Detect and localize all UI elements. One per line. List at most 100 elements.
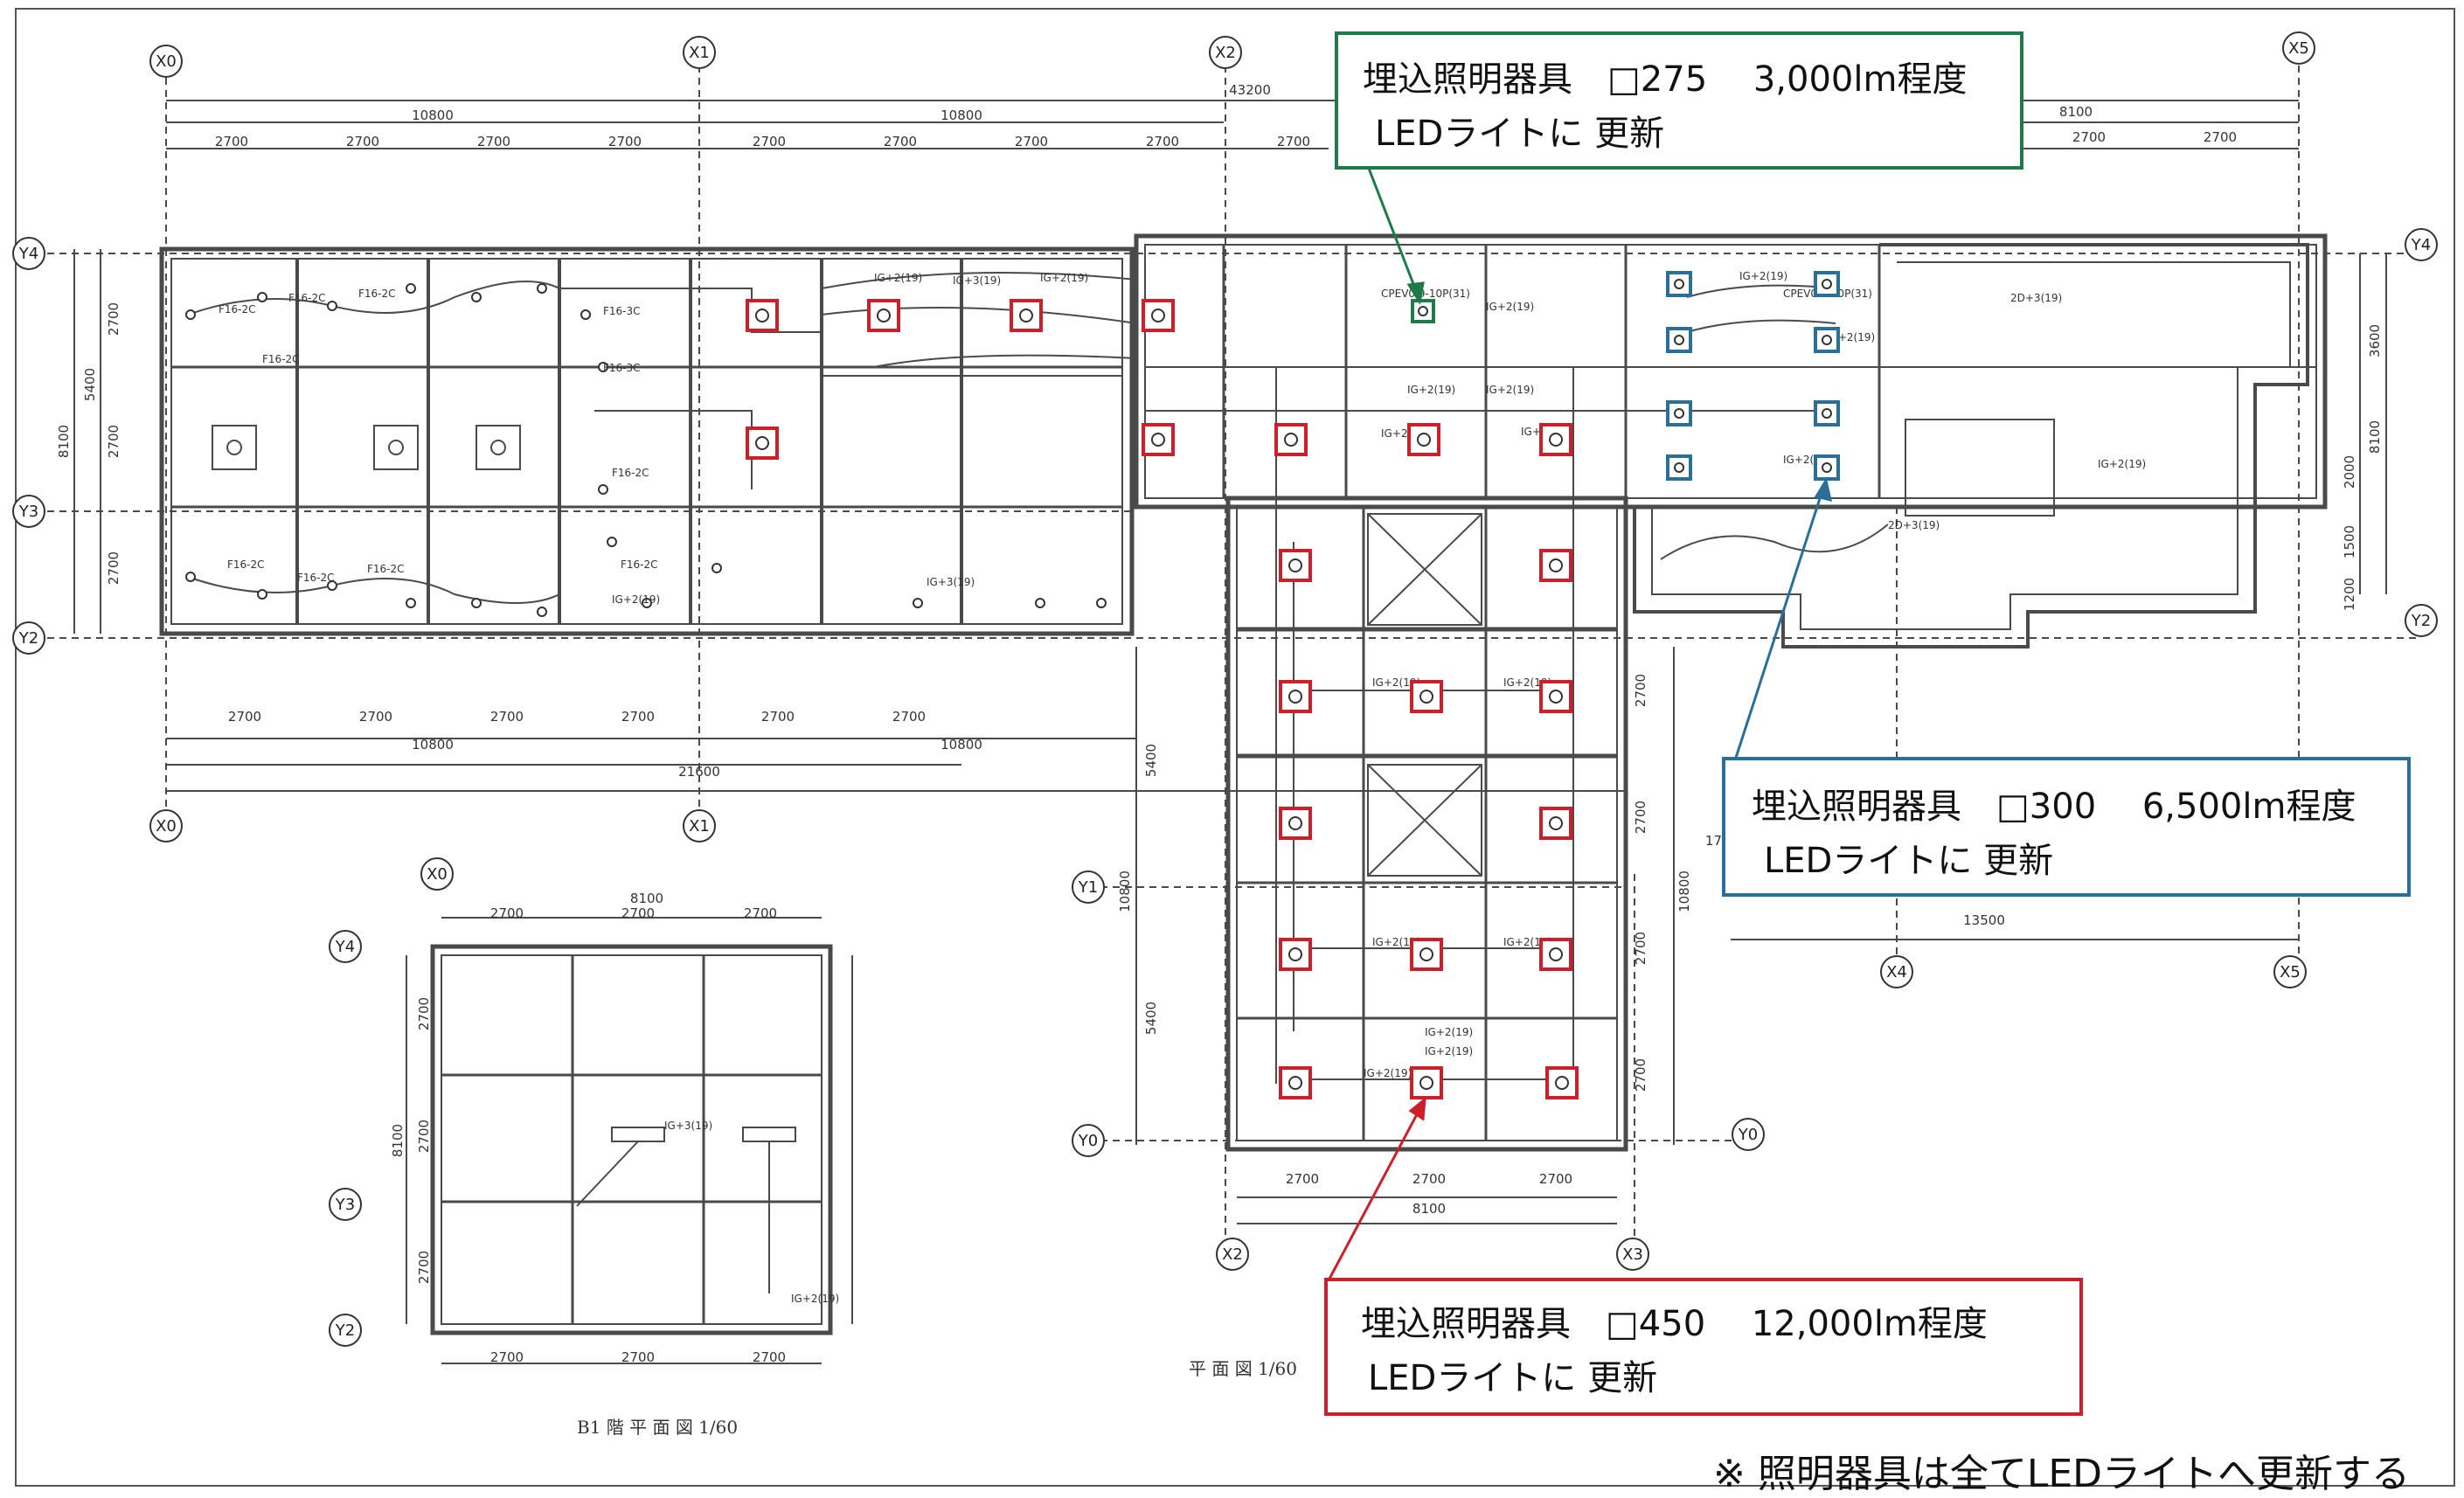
fixtures-red-450 [746, 299, 1579, 1099]
dim-span-d: 2700 [608, 134, 642, 149]
axis-x5-top: X5 [2288, 39, 2309, 58]
dim-span-c: 2700 [477, 134, 510, 149]
fixtures-blue-300 [1666, 271, 1840, 481]
svg-text:F16-2C: F16-2C [358, 288, 396, 300]
svg-text:IG+3(19): IG+3(19) [953, 274, 1001, 287]
dim-bot-13500: 13500 [1963, 912, 2005, 928]
axis-x1-top: X1 [689, 44, 710, 62]
svg-text:IG+2(19): IG+2(19) [1364, 1067, 1412, 1079]
axis-y3-left: Y3 [18, 503, 38, 521]
svg-text:F16-3C: F16-3C [603, 305, 641, 317]
dim-left-10800: 10800 [412, 107, 454, 123]
axis-y2-right: Y2 [2411, 612, 2431, 630]
dim-total: 43200 [1229, 82, 1271, 98]
dim-v-3600: 3600 [2367, 324, 2383, 357]
axis-y4-right: Y4 [2411, 236, 2431, 254]
axis-y0-left: Y0 [1078, 1132, 1098, 1150]
dim-span-g: 2700 [1015, 134, 1048, 149]
dim-v-2700-r1: 2700 [1633, 674, 1648, 707]
dim-v-5400-l2: 5400 [1143, 1002, 1159, 1035]
dim-v-2700-r2: 2700 [1633, 801, 1648, 834]
dim-bot-c: 2700 [490, 709, 524, 725]
dim-lower-c: 2700 [1539, 1171, 1572, 1187]
axis-b1-y4: Y4 [335, 938, 355, 956]
dim-b1-v-b: 2700 [416, 1120, 432, 1153]
dim-b1-c: 2700 [744, 905, 777, 921]
footnote: ※ 照明器具は全てLEDライトへ更新する [1713, 1452, 2411, 1496]
svg-text:IG+2(19): IG+2(19) [1407, 384, 1455, 396]
dim-span-i: 2700 [1277, 134, 1310, 149]
dim-b1-b: 2700 [621, 905, 655, 921]
dim-span-b: 2700 [346, 134, 379, 149]
dimension-text: 43200 10800 10800 8100 2700 2700 2700 27… [215, 82, 2237, 1365]
sheet-border [15, 8, 2455, 1487]
svg-text:F16-2C: F16-2C [288, 292, 326, 304]
dimension-lines [35, 66, 2421, 1364]
callout-green-line2: LEDライトに 更新 [1375, 114, 1665, 154]
axis-b1-y2: Y2 [335, 1321, 355, 1340]
dim-b1-v-a: 2700 [416, 997, 432, 1030]
grid-axis-labels: X0 X1 X2 X5 X0 X1 Y4 Y3 Y2 Y4 Y2 Y1 Y0 Y… [18, 39, 2431, 1340]
axis-b1-y3: Y3 [335, 1196, 355, 1214]
dim-v-5400-l: 5400 [1143, 744, 1159, 777]
callout-leaders [1327, 165, 1833, 1281]
callout-blue: 埋込照明器具 □300 6,500lm程度 LEDライトに 更新 [1722, 757, 2411, 897]
dim-right-8100: 8100 [2059, 104, 2093, 120]
svg-text:IG+2(19): IG+2(19) [1372, 936, 1420, 948]
dim-v-5400: 5400 [82, 368, 98, 401]
svg-text:F16-2C: F16-2C [612, 467, 649, 479]
b1-plan-title: B1 階 平 面 図 1/60 [577, 1417, 738, 1438]
dim-v-8100-r: 8100 [2367, 420, 2383, 454]
svg-text:IG+3(19): IG+3(19) [927, 576, 975, 588]
dim-b1-v-c: 2700 [416, 1251, 432, 1284]
dim-bot-21600: 21600 [678, 764, 720, 780]
fixture-inner-circles [755, 279, 1832, 1090]
b1-plan-drawing [430, 944, 833, 1335]
svg-text:IG+2(19): IG+2(19) [791, 1293, 839, 1305]
dim-mid-10800: 10800 [940, 107, 982, 123]
dim-v-2700-r4: 2700 [1633, 1058, 1648, 1092]
axis-x0-bottom: X0 [156, 817, 177, 836]
svg-text:F16-2C: F16-2C [621, 558, 658, 571]
dim-v-2700-r3: 2700 [1633, 932, 1648, 965]
dim-bot-10800-b: 10800 [940, 737, 982, 752]
callout-red: 埋込照明器具 □450 12,000lm程度 LEDライトに 更新 [1324, 1278, 2083, 1416]
dimension-text-vertical: 8100 5400 2700 2700 2700 3600 8100 2000 … [56, 302, 2383, 1284]
dim-v-2700-c: 2700 [106, 551, 121, 585]
axis-x3-bottom: X3 [1622, 1245, 1643, 1264]
axis-x1-bottom: X1 [689, 817, 710, 836]
dim-bot-b: 2700 [359, 709, 392, 725]
dim-bot-a: 2700 [228, 709, 261, 725]
dim-b1-e: 2700 [621, 1349, 655, 1365]
axis-y0-right: Y0 [1738, 1126, 1758, 1144]
svg-text:IG+3(19): IG+3(19) [664, 1120, 712, 1132]
svg-text:F16-2C: F16-2C [219, 303, 256, 316]
axis-x2-bottom: X2 [1222, 1245, 1243, 1264]
axis-y4-left: Y4 [18, 245, 38, 263]
dim-b1-f: 2700 [753, 1349, 786, 1365]
dim-span-f: 2700 [884, 134, 917, 149]
callout-green: 埋込照明器具 □275 3,000lm程度 LEDライトに 更新 [1335, 31, 2023, 170]
svg-text:F16-2C: F16-2C [297, 572, 335, 584]
center-block-building [1134, 233, 2328, 648]
dim-b1-d: 2700 [490, 1349, 524, 1365]
dim-span-a: 2700 [215, 134, 248, 149]
svg-text:IG+2(19): IG+2(19) [874, 272, 922, 284]
axis-x2-top: X2 [1215, 44, 1236, 62]
dim-bot-10800-a: 10800 [412, 737, 454, 752]
axis-y1: Y1 [1078, 878, 1098, 897]
callout-red-line2: LEDライトに 更新 [1368, 1358, 1658, 1398]
svg-text:IG+2(19): IG+2(19) [1486, 384, 1534, 396]
grid-axis-bubbles [12, 31, 2438, 1347]
svg-text:IG+2(19): IG+2(19) [1739, 270, 1787, 282]
callout-blue-line2: LEDライトに 更新 [1764, 841, 2054, 881]
small-fixtures-left [185, 283, 1107, 617]
svg-text:IG+2(19): IG+2(19) [1040, 272, 1088, 284]
axis-x0-top: X0 [156, 52, 177, 71]
svg-text:2D+3(19): 2D+3(19) [2010, 292, 2062, 304]
fixture-green-275 [1411, 299, 1435, 323]
dim-v-2000: 2000 [2342, 455, 2357, 489]
dim-lower-8100: 8100 [1412, 1201, 1446, 1217]
dim-v-8100: 8100 [56, 425, 72, 458]
